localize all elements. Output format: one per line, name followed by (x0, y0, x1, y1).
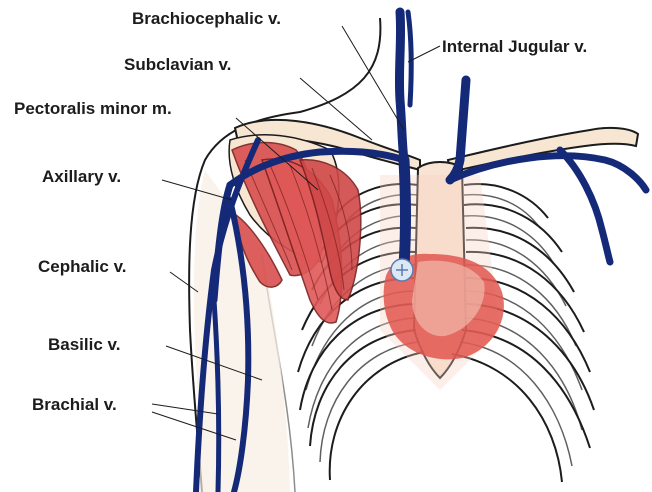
label-cephalic: Cephalic v. (38, 257, 127, 276)
superior-vena-cava (404, 160, 406, 265)
label-brachial: Brachial v. (32, 395, 117, 414)
right-internal-jugular-vein (399, 12, 404, 160)
left-cephalic-vein (560, 150, 610, 262)
label-basilic: Basilic v. (48, 335, 120, 354)
leader-cephalic (170, 272, 198, 292)
label-axillary: Axillary v. (42, 167, 121, 186)
right-external-jugular-vein (408, 12, 411, 105)
leader-brachiocephalic (342, 26, 404, 130)
label-subclavian: Subclavian v. (124, 55, 231, 74)
left-clavicle (448, 128, 638, 172)
label-internal-jugular: Internal Jugular v. (442, 37, 587, 56)
label-pectoralis-minor: Pectoralis minor m. (14, 99, 172, 118)
label-brachiocephalic: Brachiocephalic v. (132, 9, 281, 28)
